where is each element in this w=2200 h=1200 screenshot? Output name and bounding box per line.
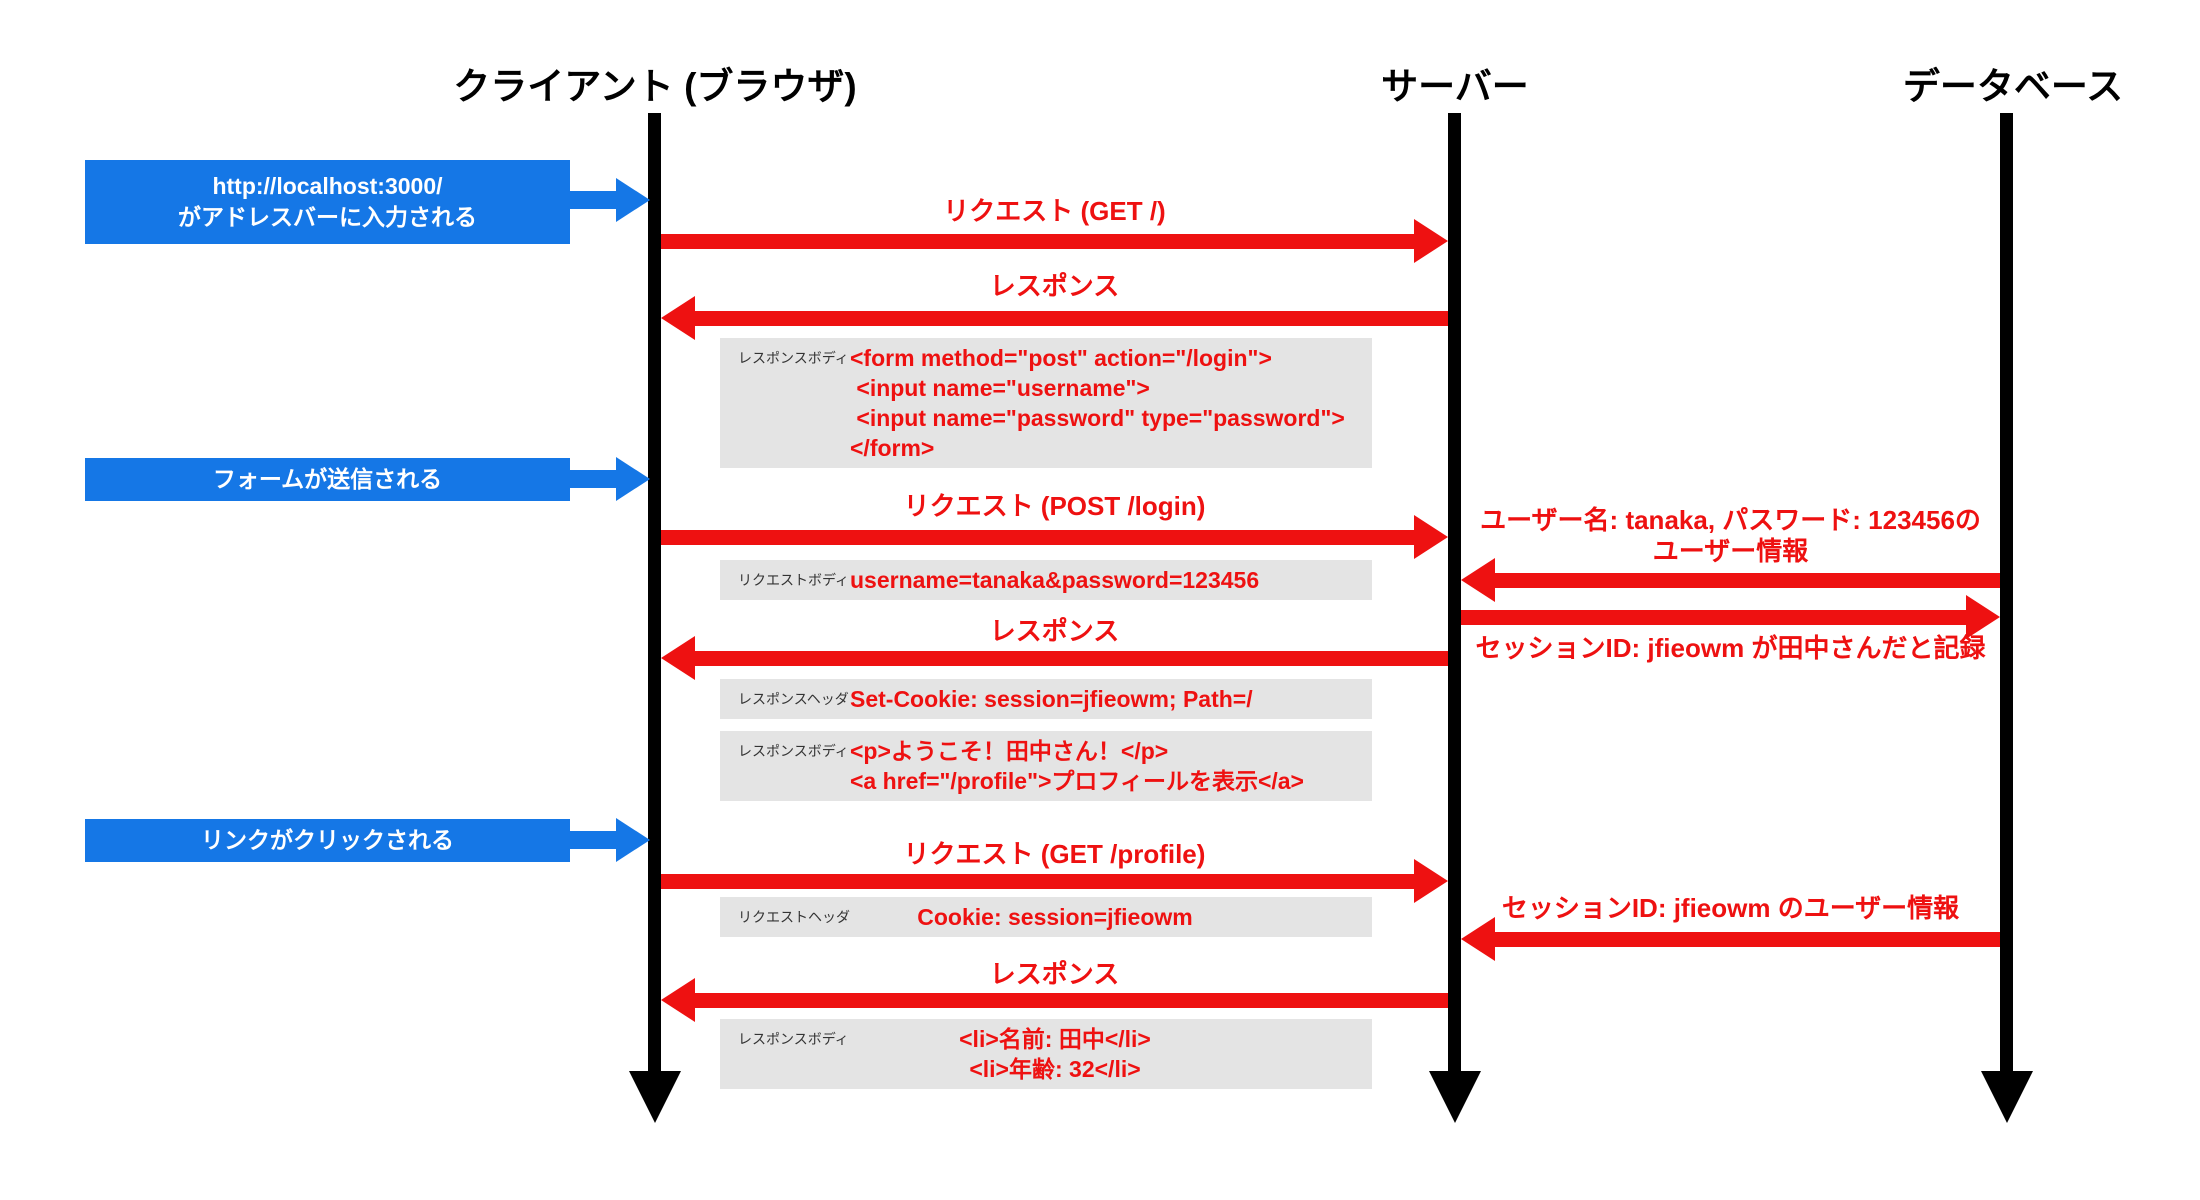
arrowhead-right — [616, 818, 650, 862]
note-text: リンクがクリックされる — [201, 827, 454, 853]
note-text: がアドレスバーに入力される — [178, 204, 477, 230]
actor-title-client: クライアント (ブラウザ) — [453, 66, 857, 107]
lifeline-client-arrowhead — [629, 1071, 681, 1123]
event-note-form-submitted: フォームが送信される — [85, 458, 570, 501]
message-label-request-get-root: リクエスト (GET /) — [943, 196, 1166, 226]
payload-label: レスポンスボディ — [738, 1031, 849, 1047]
db-arrow-user-info-to-server — [1461, 558, 2000, 602]
lifeline-database-arrowhead — [1981, 1071, 2033, 1123]
message-arrow-request-get-profile — [661, 859, 1448, 903]
arrowhead-right — [1966, 595, 2000, 639]
note-text: フォームが送信される — [212, 466, 443, 492]
arrowhead-right — [616, 457, 650, 501]
note-arrow-url — [570, 178, 650, 222]
arrowhead-left — [1461, 558, 1495, 602]
payload-label: レスポンスヘッダ — [738, 691, 849, 707]
message-label-request-post-login: リクエスト (POST /login) — [903, 491, 1206, 521]
payload-box-response-body-profile: レスポンスボディ <li>名前: 田中</li> <li>年齢: 32</li> — [720, 1019, 1372, 1089]
event-note-url-entered: http://localhost:3000/ がアドレスバーに入力される — [85, 160, 570, 244]
payload-label: リクエストボディ — [738, 572, 850, 588]
payload-box-request-body-login: リクエストボディ username=tanaka&password=123456 — [720, 560, 1372, 600]
payload-box-response-body-welcome: レスポンスボディ <p>ようこそ！田中さん！</p> <a href="/pro… — [720, 731, 1372, 801]
payload-label: リクエストヘッダ — [738, 909, 850, 925]
lifeline-client — [648, 113, 661, 1073]
db-message-label-record-session: セッションID: jfieowm が田中さんだと記録 — [1475, 633, 1986, 663]
db-arrow-session-user-info — [1461, 917, 2000, 961]
payload-code: Cookie: session=jfieowm — [917, 904, 1193, 930]
db-arrow-record-session — [1461, 595, 2000, 639]
payload-label: レスポンスボディ — [738, 743, 849, 759]
message-label-request-get-profile: リクエスト (GET /profile) — [903, 839, 1206, 869]
payload-code: <li>名前: 田中</li> <li>年齢: 32</li> — [959, 1026, 1151, 1082]
lifeline-server-arrowhead — [1429, 1071, 1481, 1123]
payload-code: username=tanaka&password=123456 — [850, 567, 1260, 593]
actor-title-database: データベース — [1902, 66, 2124, 107]
db-message-label-user-info: ユーザー名: tanaka, パスワード: 123456の ユーザー情報 — [1461, 505, 2000, 567]
event-note-link-clicked: リンクがクリックされる — [85, 819, 570, 862]
payload-label: レスポンスボディ — [738, 350, 849, 366]
payload-code: <p>ようこそ！田中さん！</p> <a href="/profile">プロフ… — [850, 738, 1304, 794]
payload-box-response-body-form: レスポンスボディ <form method="post" action="/lo… — [720, 338, 1372, 468]
note-arrow-form — [570, 457, 650, 501]
message-label-response-2: レスポンス — [989, 616, 1120, 646]
note-arrow-link — [570, 818, 650, 862]
message-arrow-response-2 — [661, 636, 1448, 680]
db-label-line: ユーザー情報 — [1652, 536, 1809, 566]
lifeline-server — [1448, 113, 1461, 1073]
actor-title-server: サーバー — [1381, 66, 1529, 107]
arrowhead-right — [1414, 515, 1448, 559]
arrowhead-left — [661, 636, 695, 680]
arrowhead-right — [1414, 219, 1448, 263]
arrowhead-left — [661, 296, 695, 340]
note-text: http://localhost:3000/ — [212, 173, 443, 199]
message-label-response-1: レスポンス — [989, 271, 1120, 301]
payload-box-request-header-cookie: リクエストヘッダ Cookie: session=jfieowm — [720, 897, 1372, 937]
payload-code: <form method="post" action="/login"> <in… — [850, 345, 1345, 461]
arrowhead-left — [661, 978, 695, 1022]
lifeline-database — [2000, 113, 2013, 1073]
payload-code: Set-Cookie: session=jfieowm; Path=/ — [850, 686, 1253, 712]
message-arrow-request-post-login — [661, 515, 1448, 559]
arrowhead-right — [1414, 859, 1448, 903]
message-arrow-response-3 — [661, 978, 1448, 1022]
arrowhead-right — [616, 178, 650, 222]
message-arrow-response-1 — [661, 296, 1448, 340]
message-arrow-request-get-root — [661, 219, 1448, 263]
db-label-line: ユーザー名: tanaka, パスワード: 123456の — [1480, 505, 1981, 535]
arrowhead-left — [1461, 917, 1495, 961]
payload-box-response-header-set-cookie: レスポンスヘッダ Set-Cookie: session=jfieowm; Pa… — [720, 679, 1372, 719]
message-label-response-3: レスポンス — [989, 959, 1120, 989]
db-message-label-session-user-info: セッションID: jfieowm のユーザー情報 — [1501, 893, 1960, 923]
